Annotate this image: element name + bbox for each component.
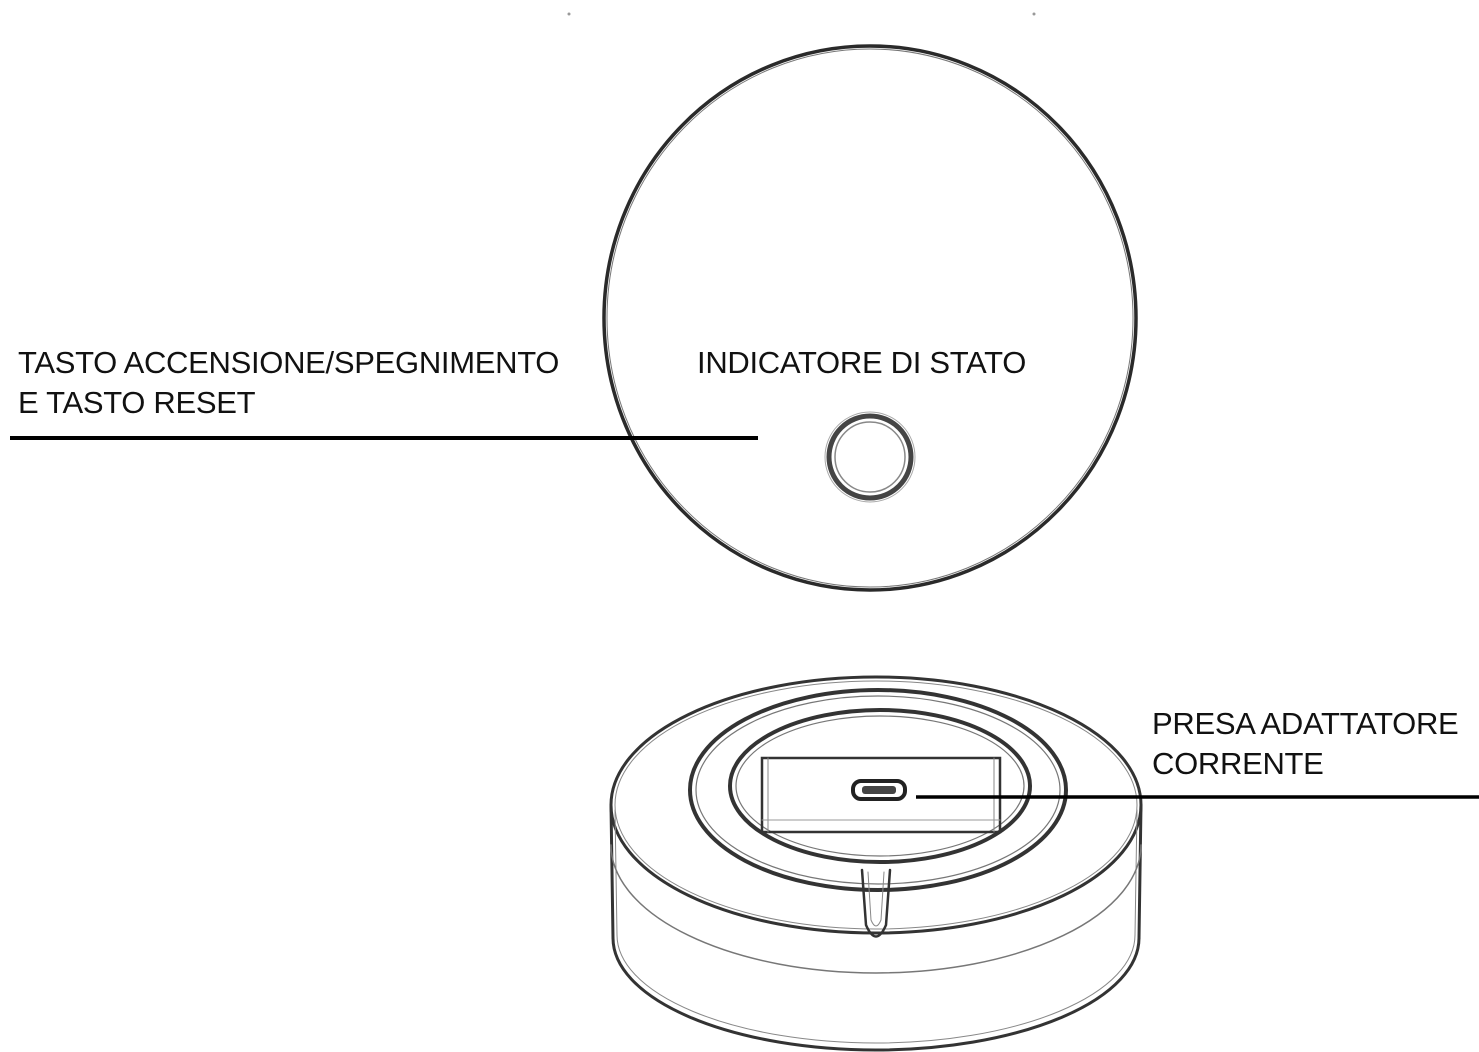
power-adapter-label-line1: PRESA ADATTATORE: [1152, 706, 1459, 741]
scan-dot-right: [1032, 12, 1036, 16]
scan-dot-left: [567, 12, 571, 16]
power-adapter-label-line2: CORRENTE: [1152, 746, 1324, 781]
power-button-icon: [824, 411, 916, 503]
power-reset-label-line1: TASTO ACCENSIONE/SPEGNIMENTO: [18, 345, 560, 380]
power-adapter-label: PRESA ADATTATORE CORRENTE: [1152, 704, 1459, 784]
power-reset-label-line2: E TASTO RESET: [18, 385, 256, 420]
device-top-view: [602, 44, 1138, 592]
device-base-view: [609, 675, 1143, 1052]
usb-port-icon: [851, 779, 907, 801]
status-indicator-label-line1: INDICATORE DI STATO: [697, 345, 1027, 380]
power-reset-label: TASTO ACCENSIONE/SPEGNIMENTO E TASTO RES…: [18, 343, 559, 423]
device-body-outline-inner: [606, 48, 1134, 588]
status-indicator-label: INDICATORE DI STATO: [697, 343, 1026, 383]
device-body-outline: [602, 44, 1138, 592]
